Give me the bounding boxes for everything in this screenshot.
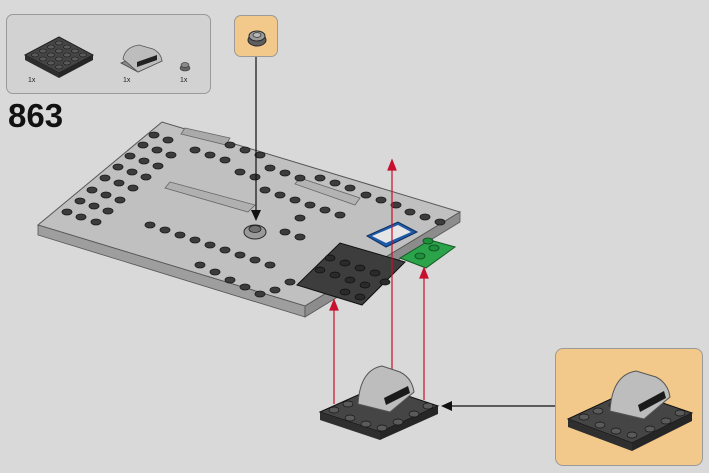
red-arrow-center-icon xyxy=(387,158,397,171)
round-plate-callout-icon xyxy=(247,30,267,47)
parts-list-graphics xyxy=(23,36,191,78)
subassembly-callout xyxy=(555,348,703,466)
slope-tile-part-icon xyxy=(120,44,163,73)
green-tile xyxy=(398,239,457,269)
base-plate xyxy=(36,121,462,318)
part-qty-slope: 1x xyxy=(123,77,131,84)
red-arrow-left-icon xyxy=(329,298,339,311)
step-number: 863 xyxy=(8,97,64,134)
base-plate-studs xyxy=(61,131,446,298)
callout-arrowhead-icon xyxy=(441,401,452,411)
round-plate-callout xyxy=(234,15,278,57)
part-qty-round: 1x xyxy=(180,77,188,84)
red-arrow-right-icon xyxy=(419,266,429,279)
parts-list-panel: 1x 1x 1x xyxy=(6,14,211,94)
part-qty-plate: 1x xyxy=(28,77,36,84)
round-plate-part-icon xyxy=(179,62,191,72)
dark-plate-part-icon xyxy=(23,36,95,78)
dark-plate-underside xyxy=(296,242,406,306)
subassembly-callout-graphics xyxy=(566,370,694,451)
subassembly-plate-with-slope xyxy=(318,365,440,440)
insert-arrowhead-icon xyxy=(251,210,261,221)
